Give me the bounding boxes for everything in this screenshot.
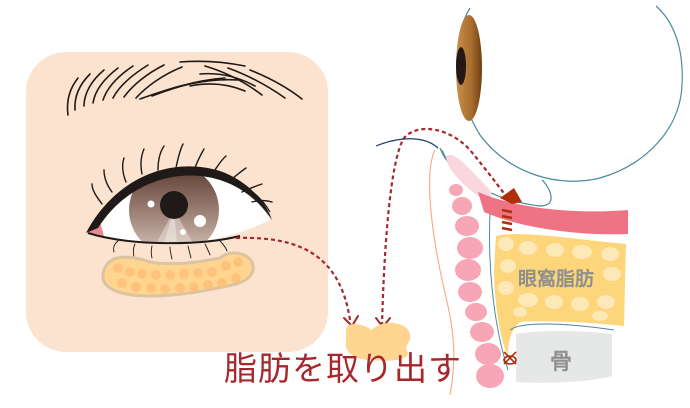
orbital-fat-globules bbox=[498, 237, 621, 321]
eyebrow bbox=[66, 60, 303, 116]
front-view-panel bbox=[26, 52, 328, 352]
orbital-fat-label: 眼窩脂肪 bbox=[518, 268, 595, 290]
side-iris bbox=[456, 15, 482, 121]
extracted-fat bbox=[345, 322, 411, 361]
under-eye-fat bbox=[101, 251, 255, 298]
orbital-fat bbox=[494, 234, 626, 356]
orbital-septum-muscle bbox=[478, 192, 628, 235]
caption-text: 脂肪を取り出す bbox=[224, 349, 462, 388]
incision-arrow-head bbox=[500, 188, 522, 204]
orbicularis-muscle bbox=[449, 184, 504, 388]
lower-lid-line bbox=[87, 232, 241, 245]
tear-duct bbox=[88, 222, 104, 236]
upper-eyelashes bbox=[91, 143, 273, 205]
arrow-from-front bbox=[235, 236, 352, 321]
lower-eyelashes bbox=[113, 240, 228, 260]
side-view-panel bbox=[375, 5, 683, 396]
eyeball-outline bbox=[457, 5, 683, 182]
bone bbox=[516, 331, 612, 383]
bone-label: 骨 bbox=[550, 350, 573, 375]
pupil bbox=[160, 191, 188, 219]
skin-line bbox=[428, 149, 455, 396]
side-pupil bbox=[456, 47, 466, 85]
suture-mark bbox=[503, 351, 517, 365]
upper-eyeliner bbox=[86, 166, 272, 233]
extraction-arrows bbox=[235, 127, 507, 327]
arrow-from-side bbox=[380, 127, 507, 327]
